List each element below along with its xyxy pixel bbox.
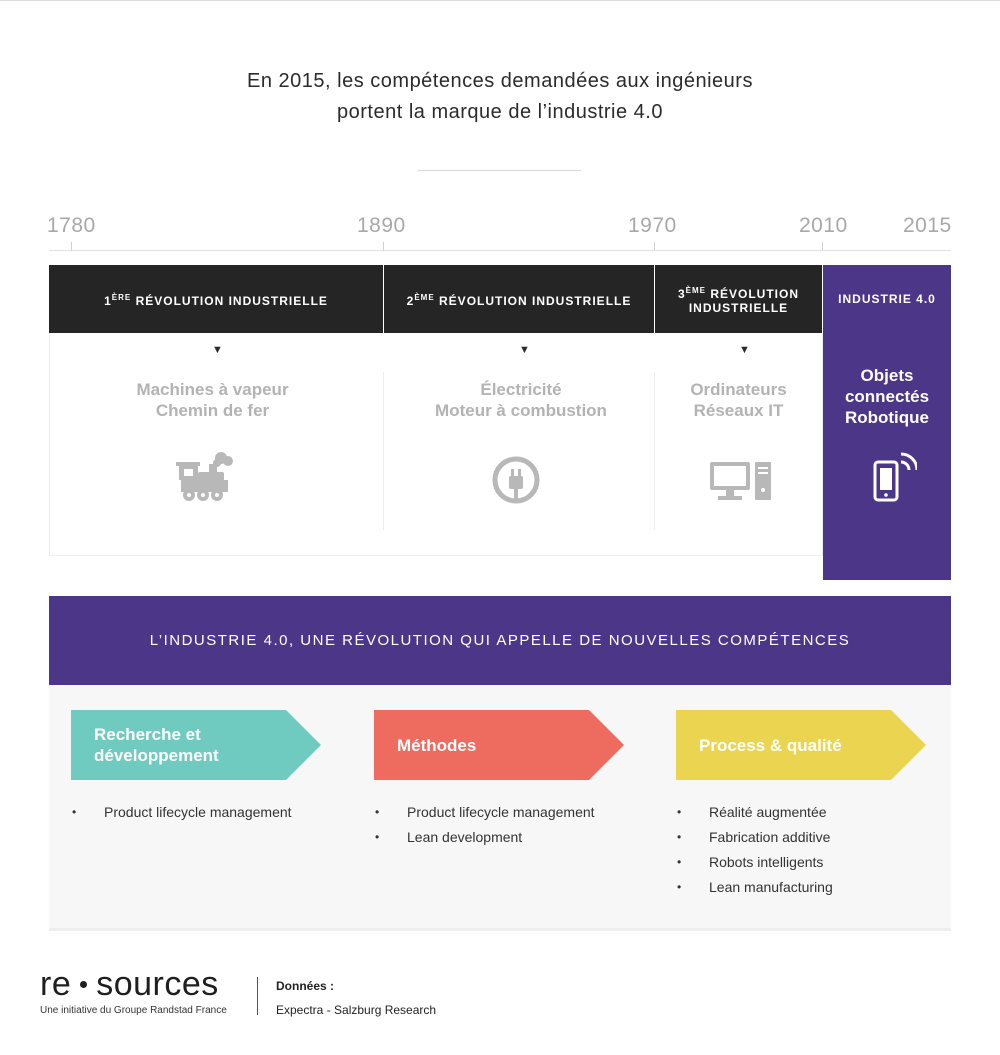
category-methodes: Méthodes [374,710,624,780]
smartphone-wifi-icon [873,452,917,502]
year-2010: 2010 [799,214,848,237]
caret-down-icon: ▼ [739,344,750,356]
page-title: En 2015, les compétences demandées aux i… [0,66,1000,128]
timeline-tick [822,242,823,251]
caret-down-icon: ▼ [212,344,223,356]
title-line-1: En 2015, les compétences demandées aux i… [247,70,753,92]
timeline-tick [383,242,384,251]
logo-tagline: Une initiative du Groupe Randstad France [40,1005,227,1016]
list-item: Product lifecycle management [72,800,292,825]
list-item: Lean manufacturing [677,875,833,900]
year-1890: 1890 [357,214,406,237]
rnd-skill-list: Product lifecycle management [72,800,292,825]
year-2015: 2015 [903,214,952,237]
footer-divider [257,977,258,1015]
title-divider [418,170,581,171]
eras-body [49,333,823,556]
plug-icon [492,456,540,504]
year-1970: 1970 [628,214,677,237]
timeline-axis [49,250,951,251]
industry-4-pointer [823,556,951,580]
top-divider [0,0,1000,1]
era-header-1: 1ÈRE RÉVOLUTION INDUSTRIELLE [49,265,383,333]
era-header-2: 2ÈME RÉVOLUTION INDUSTRIELLE [384,265,654,333]
process-skill-list: Réalité augmentée Fabrication additive R… [677,800,833,900]
list-item: Réalité augmentée [677,800,833,825]
source-label: Données : [276,979,335,993]
list-item: Product lifecycle management [375,800,595,825]
title-line-2: portent la marque de l’industrie 4.0 [337,101,663,123]
caret-down-icon: ▼ [519,344,530,356]
timeline-tick [654,242,655,251]
year-1780: 1780 [47,214,96,237]
list-item: Lean development [375,825,595,850]
competences-banner: L’INDUSTRIE 4.0, UNE RÉVOLUTION QUI APPE… [49,596,951,685]
list-item: Fabrication additive [677,825,833,850]
timeline-tick [71,242,72,251]
era-body-divider [383,372,384,530]
train-icon [176,452,233,501]
industry-4-column: INDUSTRIE 4.0 Objets connectés Robotique [823,265,951,580]
era-body-divider [654,372,655,530]
list-item: Robots intelligents [677,850,833,875]
era-divider [654,265,655,333]
methodes-skill-list: Product lifecycle management Lean develo… [375,800,595,850]
industry-4-header: INDUSTRIE 4.0 [838,292,936,306]
category-process-qualite: Process & qualité [676,710,926,780]
source-value: Expectra - Salzburg Research [276,1003,437,1017]
computer-icon [710,462,771,500]
industry-4-description: Objets connectés Robotique [844,366,930,427]
era-divider [383,265,384,333]
